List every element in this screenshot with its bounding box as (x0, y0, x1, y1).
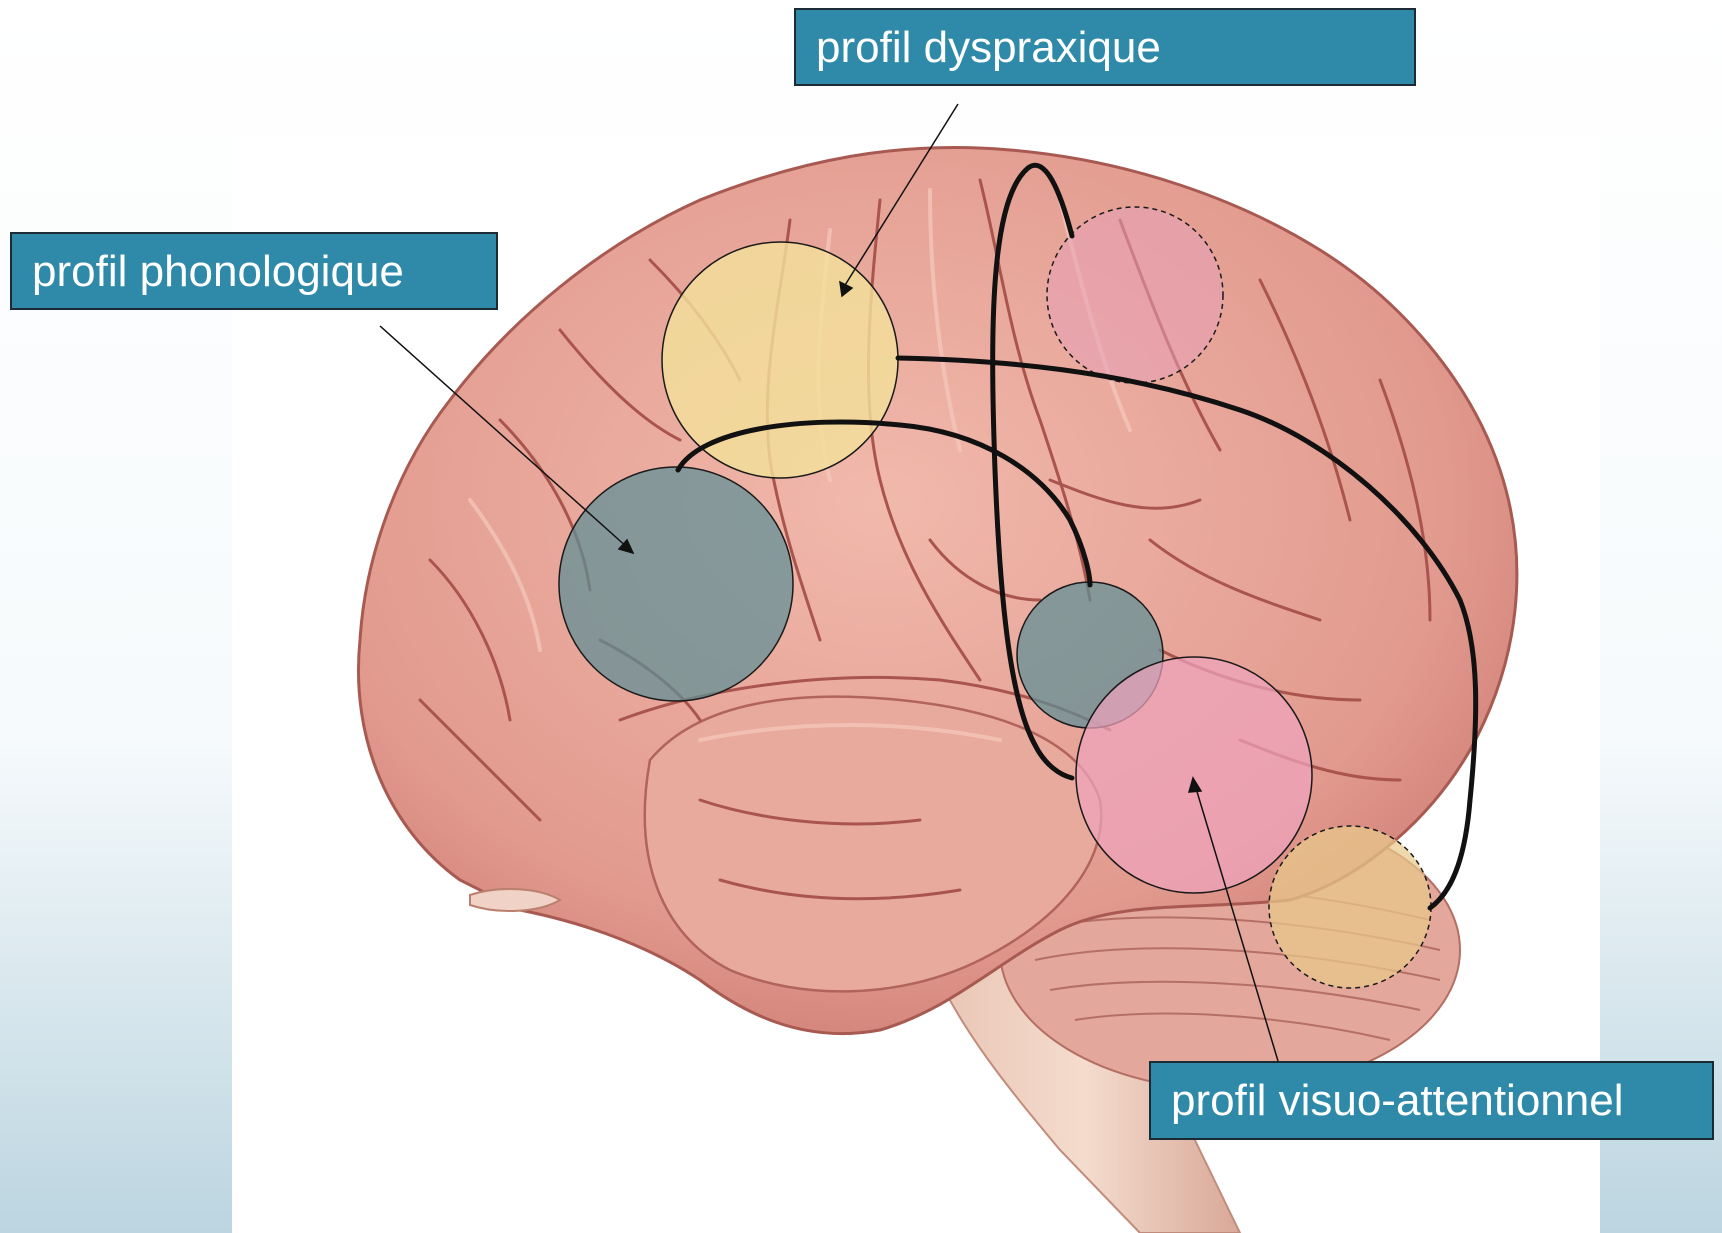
region-frontal-motor (662, 242, 898, 478)
region-cerebellum (1269, 826, 1431, 988)
region-inferior-frontal (559, 467, 793, 701)
region-parieto-occipital (1076, 657, 1312, 893)
label-profil-visuo-attentionnel: profil visuo-attentionnel (1149, 1061, 1714, 1140)
label-profil-phonologique: profil phonologique (10, 232, 498, 310)
label-profil-dyspraxique: profil dyspraxique (794, 8, 1416, 86)
